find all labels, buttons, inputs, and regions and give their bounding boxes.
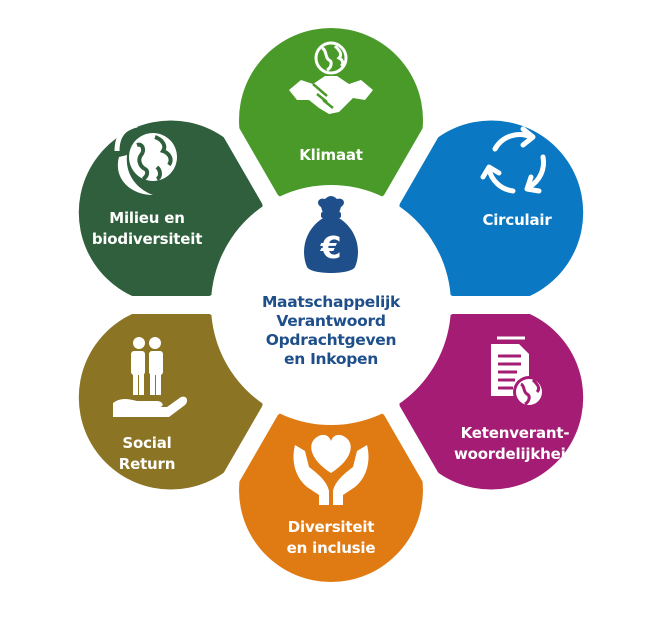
segment-label-social-return: Social Return: [118, 434, 176, 473]
segment-circulair: [399, 120, 584, 305]
center-disc: [211, 185, 451, 425]
segment-label-ketenverantwoordelijkheid: Ketenverant- woordelijkheid: [453, 424, 577, 463]
segment-label-klimaat: Klimaat: [299, 146, 363, 164]
segment-label-circulair: Circulair: [482, 211, 552, 229]
segment-social: [78, 305, 263, 490]
divider-arrow: [378, 69, 467, 215]
segment-keten: [399, 305, 584, 490]
divider-arrow: [195, 395, 284, 541]
divider-arrow: [378, 395, 467, 541]
recycle-arrows-icon: [480, 126, 546, 194]
divider-arrow: [195, 69, 284, 215]
center-label: Maatschappelijk Verantwoord Opdrachtgeve…: [261, 293, 401, 368]
money-bag-euro-icon: €: [304, 196, 358, 273]
divider-arrow: [441, 283, 603, 327]
document-globe-icon: [491, 336, 545, 408]
globe-leaf-icon: [114, 122, 177, 195]
segment-klimaat: [239, 28, 423, 212]
segment-label-diversiteit: Diversiteit en inclusie: [286, 518, 376, 557]
globe-handshake-icon: [289, 41, 373, 114]
divider-arrow: [59, 283, 221, 327]
svg-text:€: €: [320, 231, 342, 266]
segment-label-milieu: Milieu en biodiversiteit: [91, 209, 203, 248]
people-hand-icon: [113, 337, 188, 417]
heart-hands-icon: [293, 434, 369, 505]
segment-diversiteit: [239, 398, 423, 582]
